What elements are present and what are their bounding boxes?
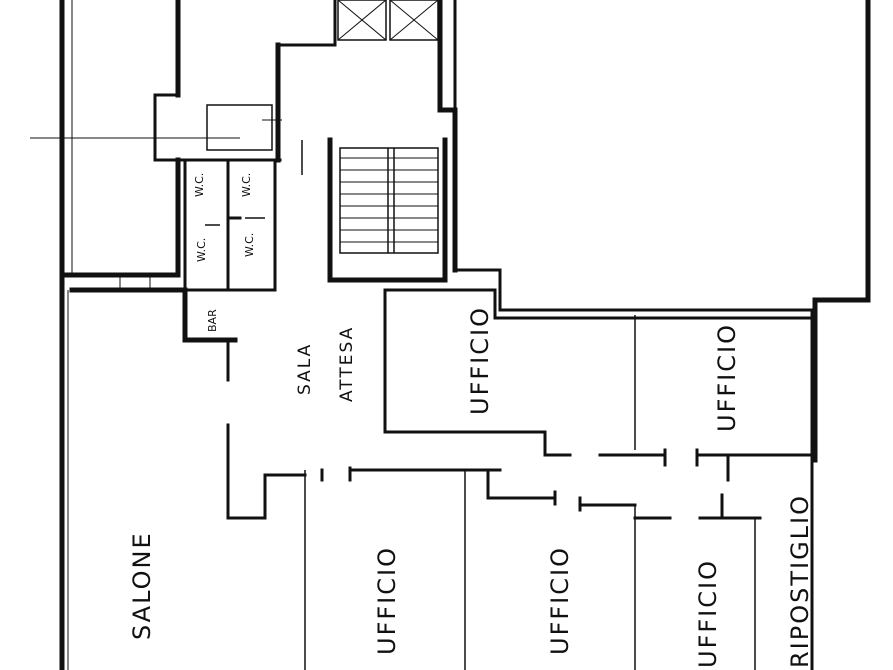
utility-box — [30, 104, 303, 175]
room-label-ufficio-4: UFFICIO — [546, 546, 574, 655]
corridor-walls — [226, 288, 817, 670]
room-label-ufficio-5: UFFICIO — [694, 559, 722, 668]
stairwell — [327, 137, 448, 283]
room-label-ufficio-3: UFFICIO — [373, 546, 401, 655]
outer-walls — [59, 0, 871, 670]
wc-label-2: W.C. — [240, 173, 253, 197]
wc-label-4: W.C. — [243, 233, 256, 257]
room-label-ufficio-1: UFFICIO — [466, 306, 494, 415]
bar-label: BAR — [206, 309, 219, 332]
wc-block: W.C. W.C. W.C. W.C. BAR — [183, 158, 277, 332]
wc-label-1: W.C. — [193, 173, 206, 197]
room-label-attesa: ATTESA — [337, 326, 357, 402]
room-label-salone: SALONE — [128, 531, 156, 640]
elevators — [337, 0, 439, 41]
room-label-sala: SALA — [295, 343, 315, 395]
room-label-ufficio-2: UFFICIO — [713, 323, 741, 432]
room-label-ripostiglio: RIPOSTIGLIO — [786, 494, 814, 668]
wc-label-3: W.C. — [195, 238, 208, 262]
room-labels: SALONE SALA ATTESA UFFICIO UFFICIO UFFIC… — [128, 306, 814, 668]
